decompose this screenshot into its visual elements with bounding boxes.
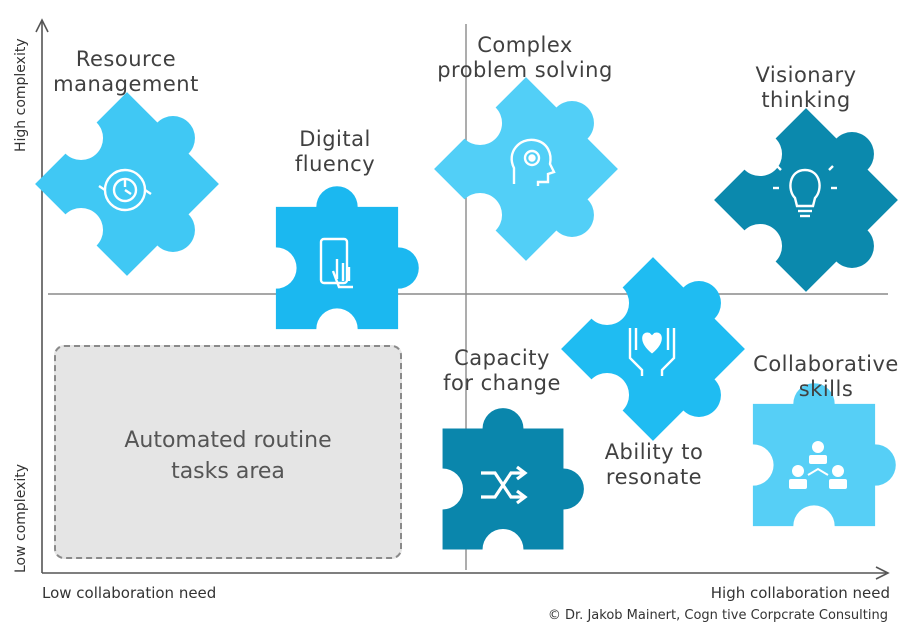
label-ability-to-resonate-line2: resonate — [605, 465, 703, 489]
automated-tasks-line2: tasks area — [171, 459, 285, 484]
label-digital-fluency-line2: fluency — [294, 152, 376, 176]
label-complex-problem-solving-line2: problem solving — [437, 58, 613, 82]
puzzle-piece-collaborative-skills — [752, 383, 896, 527]
label-resource-management-line2: management — [53, 72, 199, 96]
copyright-credit: © Dr. Jakob Mainert, Cogn tive Corpcrate… — [547, 608, 888, 623]
label-digital-fluency: Digital fluency — [270, 127, 400, 177]
automated-tasks-label: Automated routine tasks area — [54, 425, 402, 487]
label-complex-problem-solving: Complex problem solving — [420, 33, 630, 83]
automated-tasks-line1: Automated routine — [124, 428, 332, 453]
label-complex-problem-solving-line1: Complex — [477, 33, 573, 57]
automated-tasks-area — [54, 345, 402, 559]
label-visionary-thinking: Visionary thinking — [726, 63, 886, 113]
label-ability-to-resonate-line1: Ability to — [604, 440, 704, 464]
axes — [35, 18, 890, 580]
shuffle-arrows-icon — [481, 465, 528, 505]
label-visionary-thinking-line1: Visionary — [755, 63, 857, 87]
label-collaborative-skills-line1: Collaborative — [753, 352, 899, 376]
label-ability-to-resonate: Ability to resonate — [576, 440, 732, 490]
x-axis-low-label: Low collaboration need — [42, 584, 217, 602]
head-gear-icon — [510, 138, 556, 186]
team-icon — [789, 441, 847, 489]
clock-gear-icon — [98, 168, 152, 212]
label-resource-management: Resource management — [40, 47, 212, 97]
label-capacity-for-change-line2: for change — [443, 371, 561, 395]
label-digital-fluency-line1: Digital — [299, 127, 371, 151]
x-axis-arrowhead — [875, 566, 890, 580]
y-axis-low-label: Low complexity — [13, 463, 29, 573]
y-axis-arrowhead — [35, 18, 49, 33]
puzzle-piece-capacity-for-change — [442, 408, 584, 550]
lightbulb-icon — [773, 165, 837, 218]
puzzle-piece-visionary-thinking — [714, 92, 924, 308]
label-visionary-thinking-line2: thinking — [761, 88, 851, 112]
hands-heart-icon — [628, 328, 676, 376]
label-collaborative-skills-line2: skills — [798, 377, 854, 401]
label-collaborative-skills: Collaborative skills — [738, 352, 914, 402]
label-capacity-for-change: Capacity for change — [424, 346, 580, 396]
puzzle-piece-resource-management — [35, 76, 251, 292]
label-resource-management-line1: Resource — [75, 47, 177, 71]
x-axis-high-label: High collaboration need — [710, 584, 890, 602]
y-axis-high-label: High complexity — [13, 38, 29, 152]
label-capacity-for-change-line1: Capacity — [454, 346, 550, 370]
touch-phone-icon — [319, 237, 353, 289]
